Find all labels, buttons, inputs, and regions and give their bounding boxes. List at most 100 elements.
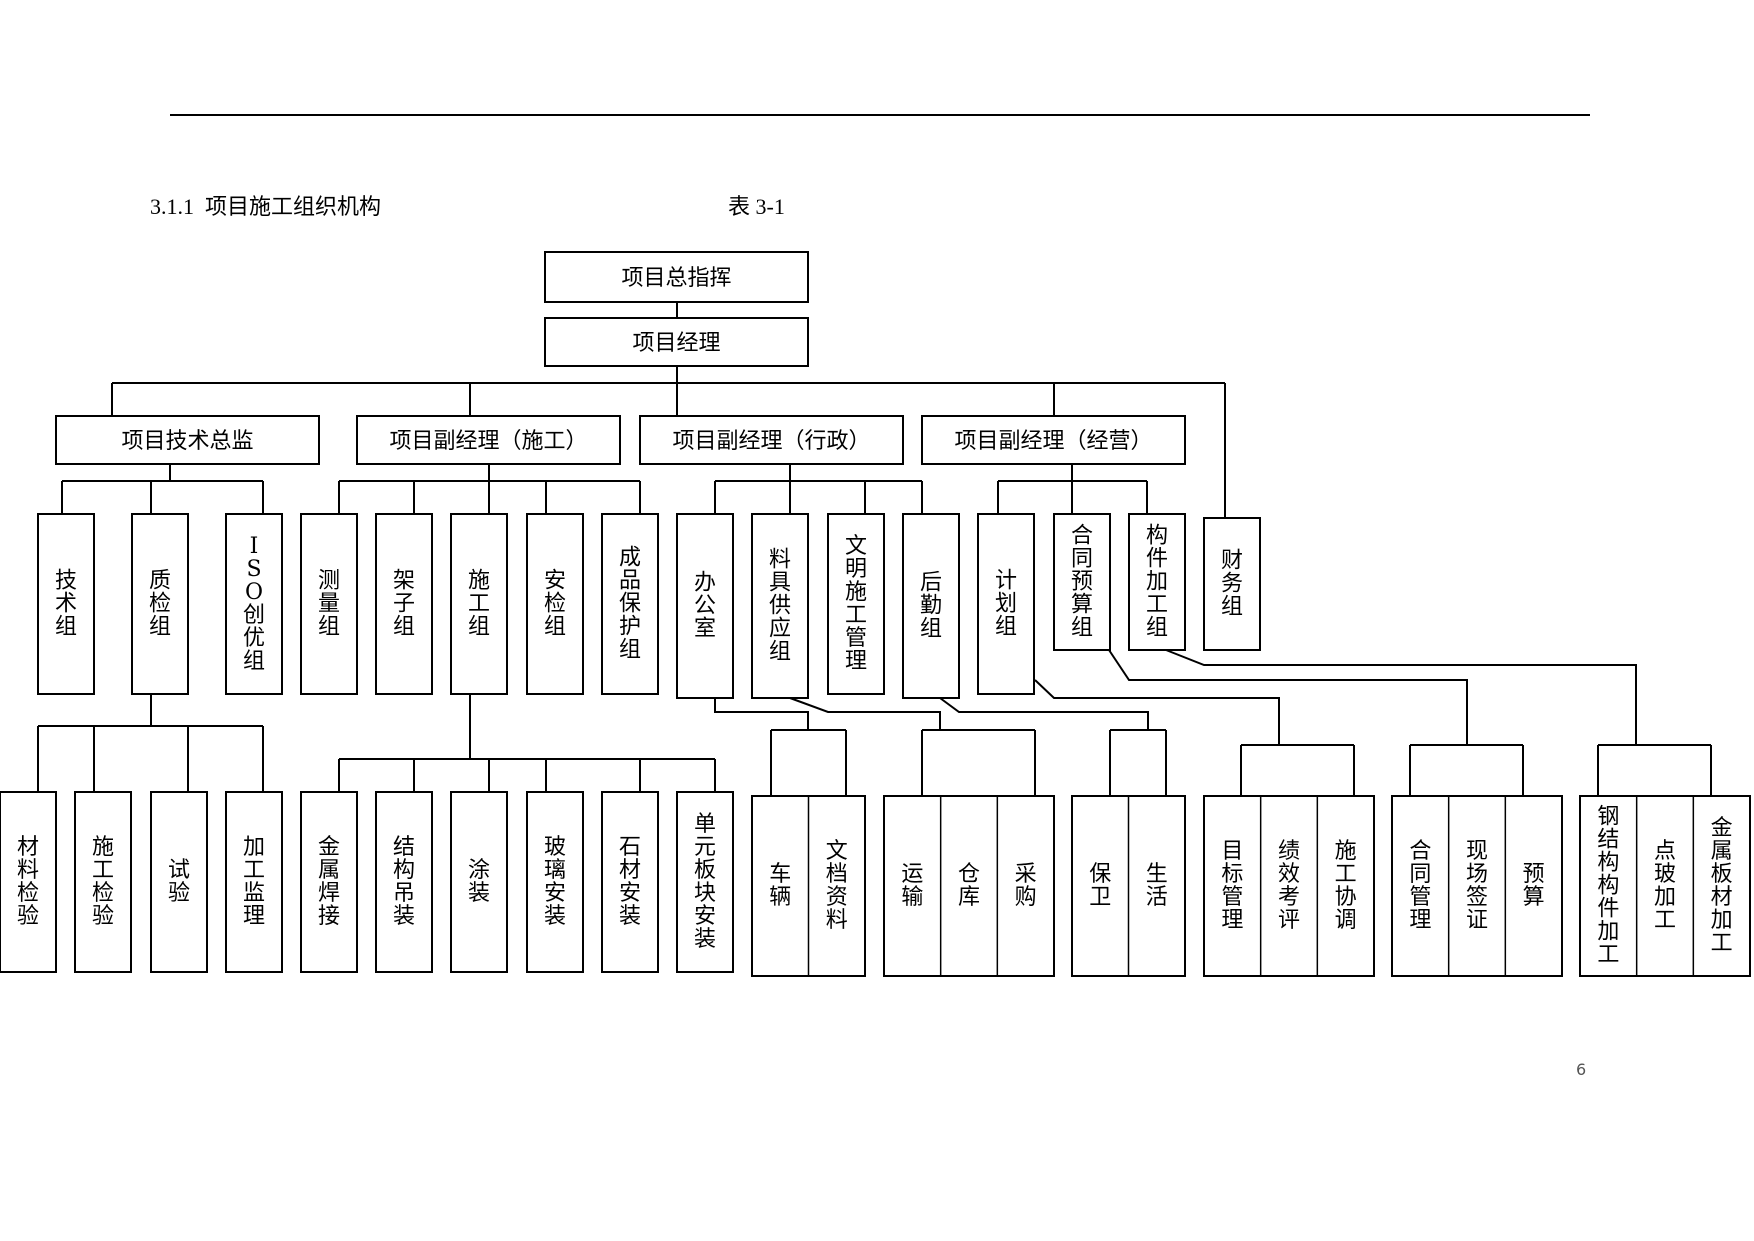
box-plan-teams-frame	[1203, 795, 1375, 977]
box-fab-teams-cell-label: 金属板材加工	[1711, 816, 1733, 956]
box-survey-group: 测量组	[300, 513, 358, 695]
box-qc-team-1-frame	[0, 791, 57, 973]
box-build-team-5-frame	[601, 791, 659, 973]
box-qc-team-2-frame	[74, 791, 132, 973]
box-manager-1-label: 项目技术总监	[121, 429, 253, 454]
box-protection-group-frame	[601, 513, 659, 695]
box-build-team-1-frame	[300, 791, 358, 973]
box-manager-3-label: 项目副经理（行政）	[672, 429, 870, 454]
box-supply-teams-cell-label: 采购	[1015, 862, 1037, 910]
box-logistics-teams-cell-label: 保卫	[1089, 862, 1111, 910]
box-contract-group-frame	[1053, 513, 1111, 651]
box-contract-group-label: 合同预算组	[1071, 524, 1093, 641]
box-contract-teams-cell-label: 预算	[1523, 862, 1545, 910]
box-plan-group-frame	[977, 513, 1035, 695]
box-manager-label: 项目经理	[632, 331, 720, 356]
box-fab-teams-frame	[1579, 795, 1751, 977]
box-logistics-teams-cell-label: 生活	[1146, 862, 1168, 910]
box-manager-4: 项目副经理（经营）	[921, 415, 1186, 465]
box-manager-2-label: 项目副经理（施工）	[389, 429, 587, 454]
connector-plan-path	[1034, 679, 1280, 745]
box-contract-teams-cell-label: 现场签证	[1466, 839, 1488, 933]
connector-office-path	[714, 698, 809, 730]
box-build-group-frame	[450, 513, 508, 695]
box-qc-team-1-label: 材料检验	[17, 835, 39, 929]
box-commander-frame	[544, 251, 809, 303]
box-fab-teams-cell-label: 钢结构构件加工	[1597, 805, 1619, 968]
box-build-team-3: 涂装	[450, 791, 508, 973]
box-supply-teams-frame	[883, 795, 1055, 977]
connector-fab-path	[1165, 649, 1637, 745]
box-office-teams-cell-label: 车辆	[769, 862, 791, 910]
box-protection-group-label: 成品保护组	[619, 546, 641, 663]
box-contract-group: 合同预算组	[1053, 513, 1111, 651]
box-build-team-1-label: 金属焊接	[318, 835, 340, 929]
connector-contract-path	[1108, 649, 1468, 745]
box-commander: 项目总指挥	[544, 251, 809, 303]
box-qc-group-label: 质检组	[149, 569, 171, 640]
box-finance-group-label: 财务组	[1221, 549, 1243, 620]
box-iso-group-frame	[225, 513, 283, 695]
box-survey-group-label: 测量组	[318, 569, 340, 640]
box-fab-group: 构件加工组	[1128, 513, 1186, 651]
box-qc-team-4: 加工监理	[225, 791, 283, 973]
box-build-team-4-label: 玻璃安装	[544, 835, 566, 929]
box-manager-2-frame	[356, 415, 621, 465]
box-manager-1-frame	[55, 415, 320, 465]
box-supply-group-label: 料具供应组	[769, 548, 791, 665]
box-manager-1: 项目技术总监	[55, 415, 320, 465]
box-supply-teams-cell-label: 运输	[901, 862, 923, 910]
box-manager-4-frame	[921, 415, 1186, 465]
box-plan-teams-cell-label: 施工协调	[1335, 839, 1357, 933]
box-tech-group-frame	[37, 513, 95, 695]
box-build-team-4: 玻璃安装	[526, 791, 584, 973]
box-qc-group: 质检组	[131, 513, 189, 695]
box-civil-group: 文明施工管理	[827, 513, 885, 695]
box-plan-group-label: 计划组	[995, 569, 1017, 640]
box-manager: 项目经理	[544, 317, 809, 367]
box-plan-teams-cell-label: 目标管理	[1221, 839, 1243, 933]
box-qc-team-3-frame	[150, 791, 208, 973]
table-label: 表 3-1	[728, 194, 785, 219]
box-office-teams-cell-label: 文档资料	[826, 839, 848, 933]
box-tech-group: 技术组	[37, 513, 95, 695]
box-civil-group-label: 文明施工管理	[845, 534, 867, 674]
box-safety-group: 安检组	[526, 513, 584, 695]
box-manager-3-frame	[639, 415, 904, 465]
box-qc-team-2-label: 施工检验	[92, 835, 114, 929]
box-plan-group: 计划组	[977, 513, 1035, 695]
section-title: 3.1.1 项目施工组织机构	[150, 194, 382, 219]
box-scaffold-group-frame	[375, 513, 433, 695]
box-contract-teams-frame	[1391, 795, 1563, 977]
box-office-group-frame	[676, 513, 734, 699]
box-logistics-group-label: 后勤组	[920, 571, 942, 642]
box-build-team-3-label: 涂装	[468, 858, 490, 906]
box-protection-group: 成品保护组	[601, 513, 659, 695]
box-scaffold-group-label: 架子组	[393, 569, 415, 640]
box-build-team-5: 石材安装	[601, 791, 659, 973]
box-contract-teams: 合同管理 现场签证 预算	[1391, 795, 1563, 977]
box-contract-teams-cell-label: 合同管理	[1409, 839, 1431, 933]
box-build-team-4-frame	[526, 791, 584, 973]
box-build-group-label: 施工组	[468, 569, 490, 640]
box-build-team-2: 结构吊装	[375, 791, 433, 973]
box-tech-group-label: 技术组	[55, 569, 77, 640]
box-qc-team-2: 施工检验	[74, 791, 132, 973]
box-supply-teams-cell-label: 仓库	[958, 862, 980, 910]
box-manager-3: 项目副经理（行政）	[639, 415, 904, 465]
box-logistics-group-frame	[902, 513, 960, 699]
box-office-group: 办公室	[676, 513, 734, 699]
box-build-team-2-label: 结构吊装	[393, 835, 415, 929]
connector-logistics-path	[939, 697, 1149, 730]
box-qc-team-1: 材料检验	[0, 791, 57, 973]
box-supply-group-frame	[751, 513, 809, 699]
box-qc-team-4-label: 加工监理	[243, 835, 265, 929]
